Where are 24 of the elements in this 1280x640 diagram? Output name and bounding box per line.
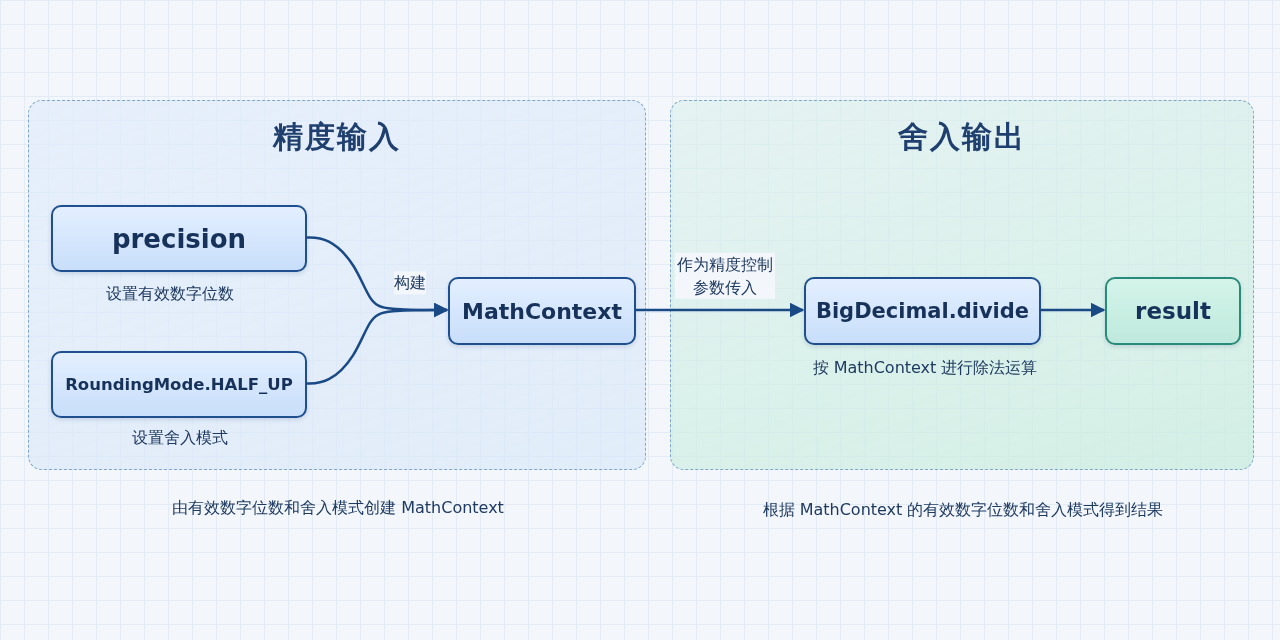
node-caption: 按 MathContext 进行除法运算 [812, 357, 1038, 379]
group-panel [670, 100, 1254, 470]
process-box [804, 277, 1041, 345]
result-box [1105, 277, 1241, 345]
node-caption: 设置舍入模式 [132, 427, 228, 449]
edge-label: 作为精度控制参数传入 [675, 252, 775, 300]
process-box [51, 205, 307, 272]
node-label: RoundingMode.HALF_UP [65, 375, 293, 394]
group-panel [28, 100, 646, 470]
note-text: 由有效数字位数和舍入模式创建 MathContext [172, 497, 504, 519]
node-caption: 设置有效数字位数 [106, 283, 234, 305]
process-box [448, 277, 636, 345]
arrow [635, 302, 805, 318]
node-label: precision [111, 223, 247, 254]
node-label: BigDecimal.divide [815, 299, 1030, 323]
node-label: MathContext [462, 298, 622, 324]
note-text: 根据 MathContext 的有效数字位数和舍入模式得到结果 [762, 499, 1164, 521]
panel-title: 精度输入 [273, 118, 401, 156]
node-label: result [1135, 298, 1211, 324]
arrow [306, 302, 449, 385]
edge-label: 构建 [394, 271, 426, 295]
arrow [1040, 302, 1106, 318]
process-box [51, 351, 307, 418]
panel-title: 舍入输出 [898, 118, 1026, 156]
